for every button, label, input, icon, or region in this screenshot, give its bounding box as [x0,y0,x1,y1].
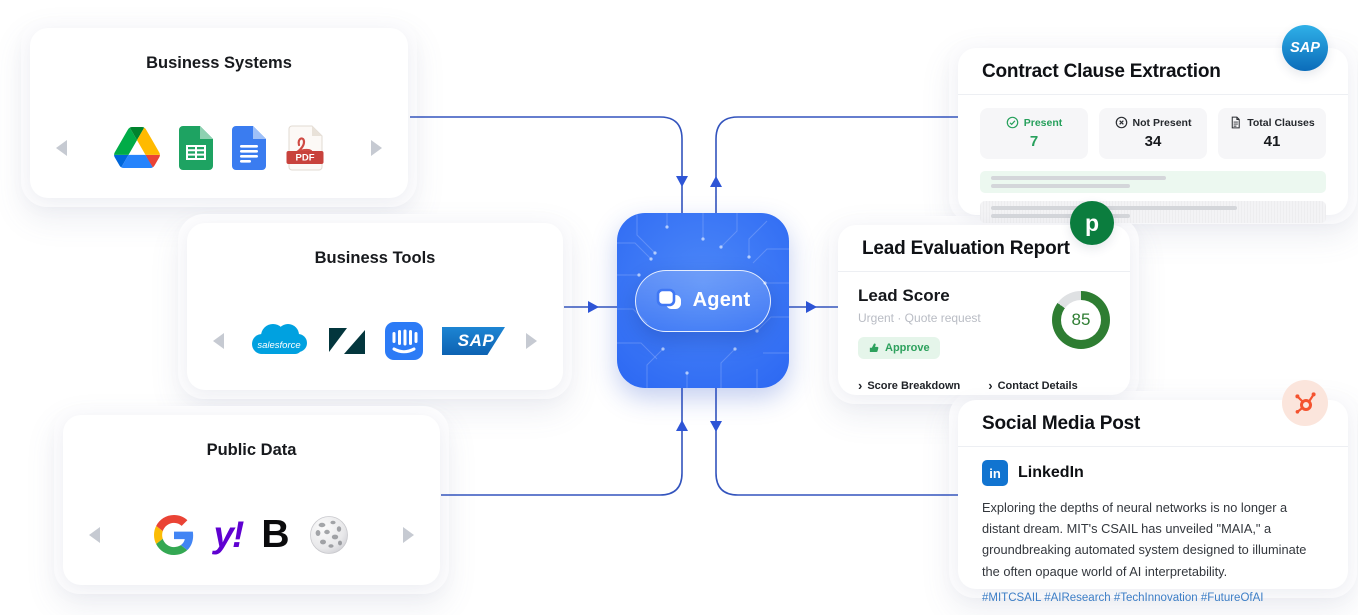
stat-value: 41 [1263,133,1281,150]
arrow-right-icon [806,301,817,313]
arrow-right-icon [588,301,599,313]
linkedin-icon: in [982,460,1008,486]
approve-label: Approve [885,342,930,354]
stat-total-clauses: Total Clauses 41 [1218,108,1326,159]
intercom-icon[interactable] [385,322,423,360]
stat-present: Present 7 [980,108,1088,159]
lead-score-title: Lead Score [858,286,950,305]
salesforce-icon[interactable]: salesforce [245,319,309,363]
connector-agent-to-contract-card [715,116,958,214]
approve-button[interactable]: Approve [858,337,940,359]
business-tools-card: Business Tools salesforce [187,223,563,390]
carousel-next-icon[interactable] [402,526,414,543]
lead-links: › Score Breakdown › Contact Details [858,379,1110,392]
arrow-down-icon [710,421,722,432]
carousel-next-icon[interactable] [371,139,382,156]
hubspot-sprocket-icon [1295,392,1316,414]
document-icon [1231,116,1240,129]
pdf-label: PDF [295,152,314,163]
stat-label: Not Present [1132,116,1192,129]
stat-value: 34 [1144,133,1162,150]
carousel-next-icon[interactable] [526,333,537,349]
google-docs-icon[interactable] [231,125,266,170]
agent-pill: Agent [634,269,772,332]
card-title: Public Data [206,441,297,459]
logo-tiles: PDF [113,125,325,171]
hubspot-logo [1282,380,1328,426]
card-title: Lead Evaluation Report [838,225,1130,272]
circuit-pattern [617,213,789,388]
agent-icon [656,288,681,309]
arrow-up-icon [676,420,688,431]
link-label: Contact Details [997,379,1078,392]
logo-tiles: y! B [154,513,349,556]
platform-row: in LinkedIn [982,460,1324,486]
check-circle-icon [1006,116,1019,129]
bing-icon[interactable]: B [261,513,290,556]
score-breakdown-link[interactable]: › Score Breakdown [858,379,960,392]
contract-stats: Present 7 Not Present 34 [980,108,1326,159]
clause-row-highlighted [980,171,1326,193]
arrow-down-icon [676,176,688,187]
lead-score-gauge: 85 [1052,291,1110,349]
stat-value: 7 [1029,133,1039,150]
card-title: Business Tools [314,249,436,267]
card-title: Contract Clause Extraction [958,48,1348,95]
carousel-prev-icon[interactable] [213,333,224,349]
x-circle-icon [1115,116,1127,129]
agent-label: Agent [692,289,751,311]
carousel-row: y! B [63,484,440,585]
salesforce-label: salesforce [257,340,300,351]
carousel-row: PDF [30,97,408,198]
card-title: Business Systems [146,54,292,72]
post-body: Exploring the depths of neural networks … [982,500,1307,579]
contact-details-link[interactable]: › Contact Details [988,379,1077,392]
sap-icon[interactable]: SAP [442,327,505,355]
stat-not-present: Not Present 34 [1099,108,1207,159]
thumbs-up-icon [869,343,879,352]
carousel-prev-icon[interactable] [89,526,100,543]
agent-node: Agent [617,213,789,388]
contract-clause-card: Contract Clause Extraction Present 7 [958,48,1348,223]
pdf-icon[interactable]: PDF [285,125,325,171]
card-title: Social Media Post [958,400,1348,447]
lead-score-value: 85 [1061,300,1101,340]
lead-subtitle: Urgent · Quote request [858,311,981,325]
stat-label: Present [1023,116,1063,129]
chevron-right-icon: › [988,378,993,393]
skeleton-bar [991,206,1238,210]
pipedrive-logo: p [1070,201,1114,245]
skeleton-bar [991,214,1131,218]
connector-public-data-to-agent [441,387,683,496]
post-hashtags[interactable]: #MITCSAIL #AIResearch #TechInnovation #F… [982,591,1264,604]
platform-name: LinkedIn [1018,464,1084,481]
business-systems-card: Business Systems [30,28,408,198]
clause-row [980,201,1326,223]
lead-evaluation-card: Lead Evaluation Report Lead Score Urgent… [838,225,1130,395]
google-sheets-icon[interactable] [178,125,213,170]
skeleton-bar [991,176,1166,180]
skeleton-bar [991,184,1131,188]
sap-logo: SAP [1282,25,1328,71]
google-icon[interactable] [154,514,194,555]
wikipedia-icon[interactable] [309,515,349,555]
logo-tiles: salesforce [245,319,505,363]
stat-label: Total Clauses [1247,116,1315,129]
connector-business-systems-to-agent [410,116,683,214]
social-media-card: Social Media Post in LinkedIn Exploring … [958,400,1348,604]
connector-agent-to-social-card [715,387,958,496]
yahoo-icon[interactable]: y! [213,514,244,555]
carousel-row: salesforce [187,292,563,390]
google-drive-icon[interactable] [113,127,160,168]
carousel-prev-icon[interactable] [56,139,67,156]
public-data-card: Public Data y! B [63,415,440,585]
chevron-right-icon: › [858,378,863,393]
link-label: Score Breakdown [867,379,961,392]
zendesk-icon[interactable] [328,327,366,355]
arrow-up-icon [710,176,722,187]
